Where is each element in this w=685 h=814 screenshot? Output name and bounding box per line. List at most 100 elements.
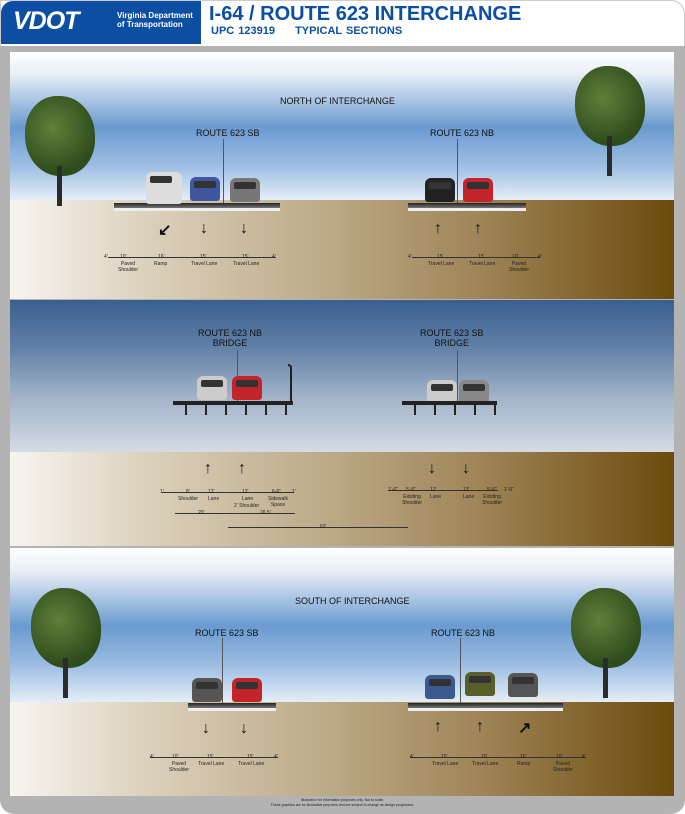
roadway-sb (114, 203, 280, 211)
pier (454, 405, 456, 415)
up-arrow-icon: ↑ (204, 460, 212, 477)
dimension-line (150, 757, 278, 758)
dimension-value: 15' (441, 754, 448, 760)
dimension-label: Shoulder (178, 496, 199, 502)
up-arrow-icon: ↑ (434, 718, 442, 735)
bridge-label-sb: ROUTE 623 SB BRIDGE (420, 328, 484, 348)
up-arrow-icon: ↑ (238, 460, 246, 477)
dimension-value: 15' (247, 754, 254, 760)
dimension-value: 15' (200, 254, 207, 260)
bridge-label-line: ROUTE 623 NB (198, 328, 263, 338)
pier (205, 405, 207, 415)
dimension-value: 15' (242, 254, 249, 260)
page-title: I-64 / ROUTE 623 INTERCHANGE (209, 3, 522, 25)
vdot-logo: VDOT Virginia Department of Transportati… (1, 1, 201, 44)
dimension-label: Travel Lane (191, 261, 218, 267)
section-title: NORTH OF INTERCHANGE (280, 96, 395, 106)
dimension-value: 10' (120, 254, 127, 260)
down-arrow-icon: ↓ (240, 220, 248, 237)
car-icon (427, 380, 457, 404)
bridge-deck (173, 401, 293, 405)
dimension-value: 16' (158, 254, 165, 260)
light-pole (457, 350, 458, 402)
tree-icon (20, 96, 100, 206)
header: VDOT Virginia Department of Transportati… (0, 0, 685, 46)
down-arrow-icon: ↓ (428, 460, 436, 477)
down-arrow-icon: ↓ (240, 720, 248, 737)
upc-number: UPC 123919 (211, 25, 275, 37)
dimension-value: 4' (272, 254, 276, 260)
dimension-label: Travel Lane (428, 261, 455, 267)
car-icon (425, 675, 455, 699)
dimension-label: Existing Shoulder (482, 494, 503, 506)
sky (10, 52, 674, 202)
bridge-label-line: BRIDGE (212, 338, 248, 348)
car-icon (190, 177, 220, 201)
car-icon (232, 376, 262, 400)
roadway-nb (408, 703, 563, 711)
dimension-value: 15' (207, 754, 214, 760)
dimension-line (228, 527, 408, 528)
section-title: TYPICAL SECTIONS (295, 25, 403, 37)
dimension-label: Lane (208, 496, 220, 502)
bridge-label-nb: ROUTE 623 NB BRIDGE (198, 328, 262, 348)
dimension-value: 15' (478, 254, 485, 260)
dimension-label: Lane (430, 494, 442, 500)
railing (288, 364, 292, 402)
bridge-label-line: BRIDGE (434, 338, 470, 348)
car-icon (465, 672, 495, 696)
car-icon (197, 376, 227, 400)
dimension-label: Ramp (517, 761, 531, 767)
dimension-value: 10' (172, 754, 179, 760)
car-icon (146, 172, 182, 204)
dimension-value: 4' (274, 754, 278, 760)
bridge-section-panel: ROUTE 623 NB BRIDGE ROUTE 623 SB BRIDGE … (10, 300, 674, 546)
section-title: SOUTH OF INTERCHANGE (295, 596, 410, 606)
dimension-value: 5'-6" (487, 487, 497, 493)
dimension-line (412, 257, 540, 258)
ramp-arrow-icon: ↙ (158, 222, 172, 239)
car-icon (459, 380, 489, 404)
dimension-value: 1'-6" (504, 487, 514, 493)
south-section-panel: SOUTH OF INTERCHANGE ROUTE 623 SB ROUTE … (10, 548, 674, 796)
dimension-value: 10' (512, 254, 519, 260)
dimension-value: 16' (520, 754, 527, 760)
dimension-line (175, 513, 295, 514)
dimension-label: Travel Lane (469, 261, 496, 267)
dimension-value: 12' (208, 489, 215, 495)
down-arrow-icon: ↓ (462, 460, 470, 477)
light-pole (223, 139, 224, 205)
pier (474, 405, 476, 415)
footer-disclaimer: Illustration for information purposes on… (0, 798, 685, 808)
up-arrow-icon: ↑ (434, 220, 442, 237)
light-pole (460, 638, 461, 704)
sky (10, 548, 674, 704)
car-icon (463, 178, 493, 202)
down-arrow-icon: ↓ (200, 220, 208, 237)
up-arrow-icon: ↑ (476, 718, 484, 735)
sky (10, 300, 674, 452)
dimension-label: Lane (463, 494, 475, 500)
car-icon (230, 178, 260, 202)
pier (245, 405, 247, 415)
down-arrow-icon: ↓ (202, 720, 210, 737)
ramp-arrow-icon: ↗ (518, 720, 532, 737)
dimension-value: 1' (292, 489, 296, 495)
dimension-label: Paved Shoulder (552, 761, 573, 773)
footer-line: These graphics are for illustrative purp… (270, 803, 415, 807)
subtitle: UPC 123919 TYPICAL SECTIONS (211, 25, 418, 37)
dimension-value: 26.5' (260, 510, 271, 516)
dimension-line (410, 757, 586, 758)
dimension-label: Sidewalk Space (268, 496, 289, 508)
dimension-label: Travel Lane (198, 761, 225, 767)
dimension-value: 4' (582, 754, 586, 760)
footer-line: Illustration for information purposes on… (300, 798, 385, 802)
dimension-label: Ramp (154, 261, 168, 267)
roadway-sb (188, 703, 276, 711)
dimension-value: 4' (410, 754, 414, 760)
pier (185, 405, 187, 415)
light-pole (457, 139, 458, 205)
logo-text: VDOT (13, 7, 79, 35)
dimension-label: Paved Shoulder (508, 261, 529, 273)
tree-icon (26, 588, 106, 698)
